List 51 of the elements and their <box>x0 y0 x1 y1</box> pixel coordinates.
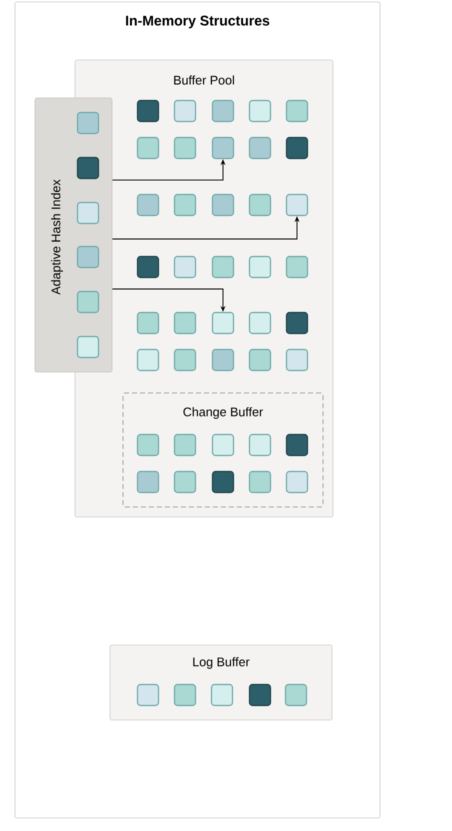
page-square <box>212 434 234 456</box>
page-square <box>174 348 196 372</box>
page-square <box>212 470 234 494</box>
page-square <box>286 470 308 494</box>
page-square <box>286 434 308 456</box>
page-square <box>248 434 272 456</box>
page-square <box>76 156 100 180</box>
page-square <box>286 100 308 122</box>
page-square <box>76 290 100 314</box>
page-square <box>248 684 272 706</box>
page-square <box>174 100 196 122</box>
page-square <box>212 136 234 160</box>
page-square <box>174 194 196 216</box>
page-square <box>136 256 160 278</box>
page-square <box>136 434 160 456</box>
page-square <box>248 256 272 278</box>
page-square <box>212 194 234 216</box>
page-square <box>212 348 234 372</box>
page-square <box>286 256 308 278</box>
page-square <box>136 684 160 706</box>
page-square <box>76 336 100 358</box>
page-square <box>248 470 272 494</box>
page-square <box>248 100 272 122</box>
page-square <box>136 348 160 372</box>
page-square <box>248 194 272 216</box>
page-square <box>174 434 196 456</box>
page-square <box>174 136 196 160</box>
page-square <box>248 312 272 334</box>
page-square <box>136 470 160 494</box>
page-square <box>286 136 308 160</box>
page-square <box>248 136 272 160</box>
page-square <box>136 136 160 160</box>
page-square <box>210 684 234 706</box>
page-square <box>174 256 196 278</box>
page-square <box>174 684 196 706</box>
page-square <box>284 684 308 706</box>
page-square <box>212 312 234 334</box>
page-square <box>174 470 196 494</box>
page-square <box>174 312 196 334</box>
page-square <box>286 348 308 372</box>
page-square <box>248 348 272 372</box>
page-square <box>136 100 160 122</box>
page-square <box>212 256 234 278</box>
page-square <box>136 194 160 216</box>
page-square <box>136 312 160 334</box>
page-square <box>76 112 100 134</box>
page-square <box>286 194 308 216</box>
page-square <box>286 312 308 334</box>
page-square <box>212 100 234 122</box>
page-square <box>76 202 100 224</box>
page-square <box>76 246 100 268</box>
